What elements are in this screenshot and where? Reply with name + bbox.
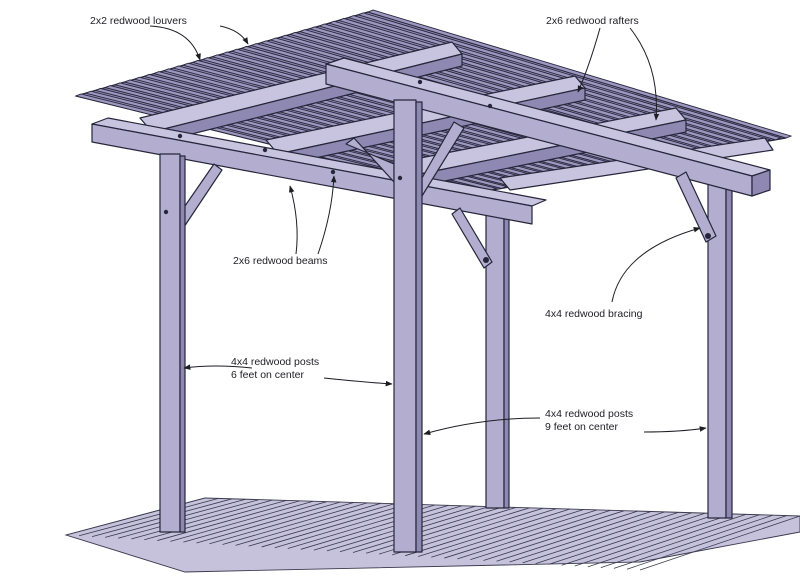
deck-slat	[131, 499, 273, 540]
deck-slat	[183, 501, 327, 543]
label-bracing: 4x4 redwood bracing	[545, 308, 643, 320]
deck-slat	[470, 510, 625, 561]
deck-slat	[613, 514, 774, 569]
leader-rafters-a	[577, 27, 601, 93]
deck-slat	[509, 511, 665, 563]
deck-slat	[196, 501, 341, 544]
deck-slat	[522, 511, 679, 564]
deck-slat	[600, 514, 760, 568]
leader-bracing	[611, 227, 701, 303]
leader-louvers-a	[149, 25, 201, 61]
back-center-post-side	[503, 211, 510, 509]
deck-slat	[144, 500, 287, 541]
front-posts	[159, 99, 423, 553]
deck-slat	[170, 500, 314, 542]
front-left-post	[159, 153, 181, 533]
label-posts-6: 4x4 redwood posts 6 feet on center	[231, 356, 319, 382]
leader-posts-9-right	[643, 426, 707, 433]
front-left-post-side	[179, 155, 186, 533]
brace-back-center	[451, 207, 493, 269]
leader-rafters-b	[629, 27, 660, 121]
front-center-post	[393, 99, 417, 553]
leader-louvers-b	[219, 25, 249, 45]
deck-slat	[548, 512, 706, 565]
label-posts-9-line1: 4x4 redwood posts	[545, 408, 634, 420]
deck-slat	[222, 502, 368, 545]
deck-slat	[78, 498, 219, 537]
deck-slat	[235, 502, 381, 546]
label-posts-6-line1: 4x4 redwood posts	[231, 356, 320, 368]
back-right-post-side	[725, 179, 733, 519]
deck-slat	[561, 513, 719, 566]
deck-slat	[483, 510, 638, 561]
deck-slat	[457, 509, 611, 560]
label-posts-9: 4x4 redwood posts 9 feet on center	[545, 408, 633, 434]
deck-slat	[574, 513, 733, 567]
back-center-post	[485, 209, 505, 509]
brace-back-right	[675, 171, 717, 243]
deck-slat	[639, 515, 800, 571]
deck-slat	[209, 502, 354, 545]
leader-posts-6-right	[323, 377, 393, 387]
deck-slat	[405, 508, 557, 557]
front-center-post-side	[415, 101, 423, 553]
leader-beams-b	[317, 175, 337, 255]
deck-slat	[261, 503, 408, 548]
deck-slat	[352, 506, 503, 553]
label-posts-6-line2: 6 feet on center	[231, 369, 304, 381]
label-louvers: 2x2 redwood louvers	[90, 15, 187, 27]
deck-slat	[418, 508, 571, 557]
louver-slat	[366, 9, 793, 139]
deck-slat	[248, 503, 395, 547]
deck-slat	[496, 511, 652, 562]
deck-slat	[626, 515, 787, 570]
deck-slat	[118, 499, 260, 539]
deck-slat	[365, 507, 517, 554]
leader-beams-a	[288, 185, 298, 255]
deck-slat	[300, 504, 449, 550]
deck-slat	[431, 509, 584, 558]
deck-slat	[157, 500, 300, 541]
label-rafters: 2x6 redwood rafters	[546, 15, 639, 27]
leader-posts-6-left	[183, 364, 253, 370]
label-beams: 2x6 redwood beams	[233, 255, 328, 267]
bolts	[163, 79, 711, 263]
deck-slat	[313, 505, 463, 551]
deck-slat	[535, 512, 692, 565]
deck-slat	[587, 513, 747, 568]
deck-slat	[444, 509, 598, 559]
leader-posts-9-left	[423, 417, 541, 435]
leader-lines	[149, 25, 707, 435]
label-posts-9-line2: 9 feet on center	[545, 421, 618, 433]
